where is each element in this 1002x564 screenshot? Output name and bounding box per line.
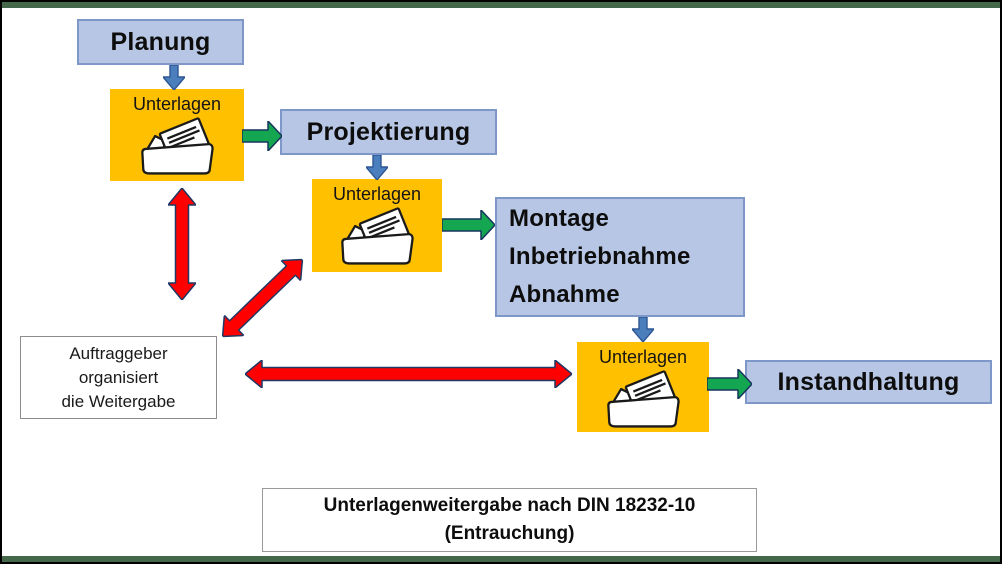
unterlagen-label-1: Unterlagen [132, 94, 222, 114]
stage-label-montage-line1: Montage [509, 205, 610, 232]
documents-icon [607, 370, 680, 428]
stage-box-instandhaltung: Instandhaltung [745, 360, 992, 404]
auftraggeber-line3: die Weitergabe [61, 391, 176, 411]
documents-icon [341, 207, 414, 265]
arrow-double-vertical-unterlagen1-auftraggeber-icon [168, 188, 196, 300]
arrow-right-unterlagen-to-projektierung-icon [242, 121, 282, 151]
stage-label-instandhaltung: Instandhaltung [777, 367, 960, 396]
stage-label-projektierung: Projektierung [306, 117, 471, 146]
stage-label-planung: Planung [110, 27, 211, 56]
arrow-down-montage-to-unterlagen-icon [632, 317, 654, 342]
arrow-down-planung-to-unterlagen-icon [163, 65, 185, 90]
unterlagen-box-2: Unterlagen [312, 179, 442, 272]
caption-line1: Unterlagenweitergabe nach DIN 18232-10 [323, 495, 696, 516]
arrow-right-unterlagen-to-montage-icon [442, 210, 495, 240]
caption-box: Unterlagenweitergabe nach DIN 18232-10 (… [262, 488, 757, 552]
stage-label-montage-line3: Abnahme [509, 281, 620, 308]
arrow-down-projektierung-to-unterlagen-icon [366, 155, 388, 180]
stage-box-planung: Planung [77, 19, 244, 65]
auftraggeber-line2: organisiert [78, 367, 159, 387]
top-accent-bar [2, 2, 1000, 8]
caption-line2: (Entrauchung) [444, 523, 575, 544]
auftraggeber-line1: Auftraggeber [69, 343, 168, 363]
unterlagen-label-2: Unterlagen [332, 184, 422, 204]
stage-box-projektierung: Projektierung [280, 109, 497, 155]
unterlagen-label-3: Unterlagen [598, 347, 688, 367]
unterlagen-box-3: Unterlagen [577, 342, 709, 432]
arrow-right-unterlagen-to-instandhaltung-icon [707, 369, 752, 399]
auftraggeber-note-box: Auftraggeber organisiert die Weitergabe [20, 336, 217, 419]
arrow-double-diagonal-auftraggeber-unterlagen2-icon [221, 258, 304, 338]
stage-box-montage: Montage Inbetriebnahme Abnahme [495, 197, 745, 317]
arrow-double-horizontal-auftraggeber-unterlagen3-icon [245, 360, 572, 388]
unterlagen-box-1: Unterlagen [110, 89, 244, 181]
stage-label-montage-line2: Inbetriebnahme [509, 243, 691, 270]
bottom-accent-bar [2, 556, 1000, 562]
documents-icon [141, 117, 214, 175]
